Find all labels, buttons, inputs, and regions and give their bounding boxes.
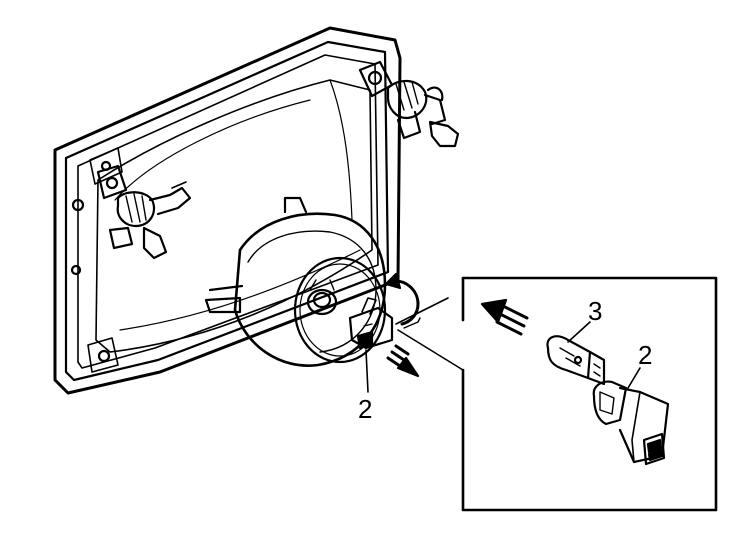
adjuster-screw-left bbox=[96, 164, 192, 260]
insert-arrow-icon bbox=[480, 298, 529, 336]
inset-detail-box bbox=[461, 276, 718, 512]
leader-line-bulb bbox=[567, 321, 591, 343]
label-main-socket: 2 bbox=[358, 394, 372, 424]
label-bulb: 3 bbox=[588, 296, 602, 326]
connector-socket-inset bbox=[592, 380, 670, 466]
label-inset-socket: 2 bbox=[638, 340, 652, 370]
callout-line-lower bbox=[397, 329, 464, 371]
wedge-bulb bbox=[546, 335, 606, 386]
callout-line-upper bbox=[395, 297, 449, 325]
leader-line-inset-socket bbox=[627, 367, 641, 389]
leader-line-main bbox=[365, 349, 369, 393]
bulb-housing-cup bbox=[204, 196, 387, 367]
connector-socket-main bbox=[348, 297, 394, 350]
pull-out-arrow-icon bbox=[386, 344, 420, 378]
adjuster-screw-upper bbox=[358, 60, 460, 148]
headlamp-housing bbox=[53, 26, 402, 395]
rotate-arrow-icon bbox=[384, 272, 420, 326]
callout-line-mid bbox=[403, 317, 421, 329]
